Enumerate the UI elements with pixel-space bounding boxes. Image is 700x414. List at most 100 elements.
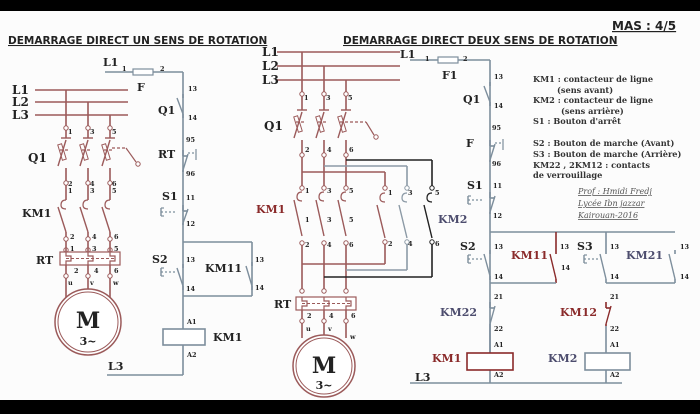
terminal-number: 11 [493, 182, 502, 190]
fuse-icon [132, 68, 154, 76]
terminal [343, 152, 349, 158]
km21-label: KM21 [626, 249, 663, 262]
phase-label: w [349, 333, 356, 341]
terminal [107, 273, 113, 279]
contact-switch [315, 199, 325, 237]
contact-hook [426, 192, 433, 203]
line-label-l2: L2 [262, 59, 279, 73]
terminal-number: 13 [610, 243, 620, 251]
fuse-icon [79, 143, 89, 161]
km12-label: KM12 [560, 306, 597, 319]
terminal-number: 6 [114, 233, 119, 241]
km11-label: KM11 [511, 249, 548, 262]
terminal [404, 185, 410, 191]
coil-icon [584, 352, 631, 371]
terminal-number: 12 [186, 220, 195, 228]
breaker-pole [79, 139, 89, 167]
motor-label: M [76, 308, 100, 334]
nc-contact [489, 143, 496, 161]
wire [125, 147, 137, 163]
contact-switch [79, 206, 89, 233]
breaker-pole [337, 111, 347, 139]
terminal-number: 95 [186, 136, 196, 144]
terminal-number: 6 [349, 146, 354, 154]
coil-km1-label: KM1 [432, 352, 461, 365]
contact-switch [549, 253, 557, 280]
page-label: MAS : 4/5 [612, 19, 676, 33]
q1-label: Q1 [158, 104, 175, 117]
contact-hook [82, 199, 89, 210]
terminal-number: 1 [122, 65, 127, 73]
legend-line: (sens avant) [557, 85, 613, 95]
terminal-number: A2 [609, 371, 620, 379]
breaker-pole [293, 111, 303, 139]
terminal-number: 3 [92, 245, 97, 253]
terminal [63, 236, 69, 242]
terminal-number: 96 [186, 170, 196, 178]
terminal-number: 14 [186, 285, 196, 293]
motor-icon [292, 334, 356, 398]
terminal-number: 6 [112, 180, 117, 188]
terminal [107, 236, 113, 242]
terminal [382, 185, 388, 191]
terminal-number: 14 [494, 273, 504, 281]
terminal-number: 1 [68, 128, 73, 136]
terminal-number: 13 [560, 243, 570, 251]
nc-contact [489, 305, 496, 325]
terminal [299, 240, 305, 246]
terminal-number: A1 [186, 318, 197, 326]
terminal-number: 4 [90, 180, 95, 188]
terminal-number: 2 [463, 55, 468, 63]
terminal [321, 240, 327, 246]
km1-label: KM1 [256, 203, 285, 216]
right-power-circuit: L1 L2 L3 1 3 5 Q1 2 4 6 1 3 5 1 3 5 KM1 … [256, 45, 467, 392]
contact-switch [101, 206, 111, 233]
left-control-circuit: L1 1 2 F 13 Q1 14 95 RT 96 S1 11 12 S2 1… [103, 56, 265, 373]
terminal-number: 3 [326, 94, 331, 102]
contact-switch [398, 204, 408, 239]
km2-label: KM2 [438, 213, 467, 226]
q1-label: Q1 [463, 93, 480, 106]
terminal-number: 14 [561, 264, 571, 272]
breaker-pole [315, 111, 325, 139]
terminal-number: 5 [349, 187, 354, 195]
legend-line: S1 : Bouton d'arrêt [533, 116, 621, 126]
terminal-number: 6 [435, 240, 440, 248]
terminal [321, 152, 327, 158]
thermal-relay-icon [295, 296, 357, 311]
terminal-number: 13 [186, 256, 196, 264]
contact-switch [483, 85, 491, 103]
terminal-number: 13 [188, 85, 198, 93]
q1-label: Q1 [264, 119, 283, 133]
terminal-number: 3 [327, 216, 332, 224]
terminal [299, 152, 305, 158]
contact-hook [60, 199, 67, 210]
rt-label: RT [36, 254, 54, 267]
terminal-number: 2 [160, 65, 165, 73]
terminal-number: 14 [610, 273, 620, 281]
terminal-number: 21 [494, 293, 503, 301]
terminal-number: 2 [307, 312, 312, 320]
fuse-label: F [137, 81, 145, 94]
control-l3-label: L3 [415, 371, 430, 384]
phase-label: v [327, 325, 332, 333]
contact-switch [176, 97, 184, 115]
coil-icon [162, 328, 206, 346]
terminal-number: 11 [186, 194, 195, 202]
terminal-number: 1 [425, 55, 430, 63]
right-title: DEMARRAGE DIRECT DEUX SENS DE ROTATION [343, 35, 618, 47]
q1-label: Q1 [28, 151, 47, 165]
terminal [321, 318, 327, 324]
legend: KM1 : contacteur de ligne (sens avant) K… [533, 74, 681, 220]
contact-switch [483, 253, 491, 277]
contact-hook [104, 199, 111, 210]
fuse-icon [437, 56, 459, 64]
phase-label: w [112, 279, 119, 287]
terminal-number: A2 [493, 371, 504, 379]
coil-icon [466, 352, 514, 371]
terminal [321, 288, 327, 294]
contact-hook [296, 191, 303, 202]
coil-label: KM1 [213, 331, 242, 344]
terminal-number: 3 [90, 128, 95, 136]
